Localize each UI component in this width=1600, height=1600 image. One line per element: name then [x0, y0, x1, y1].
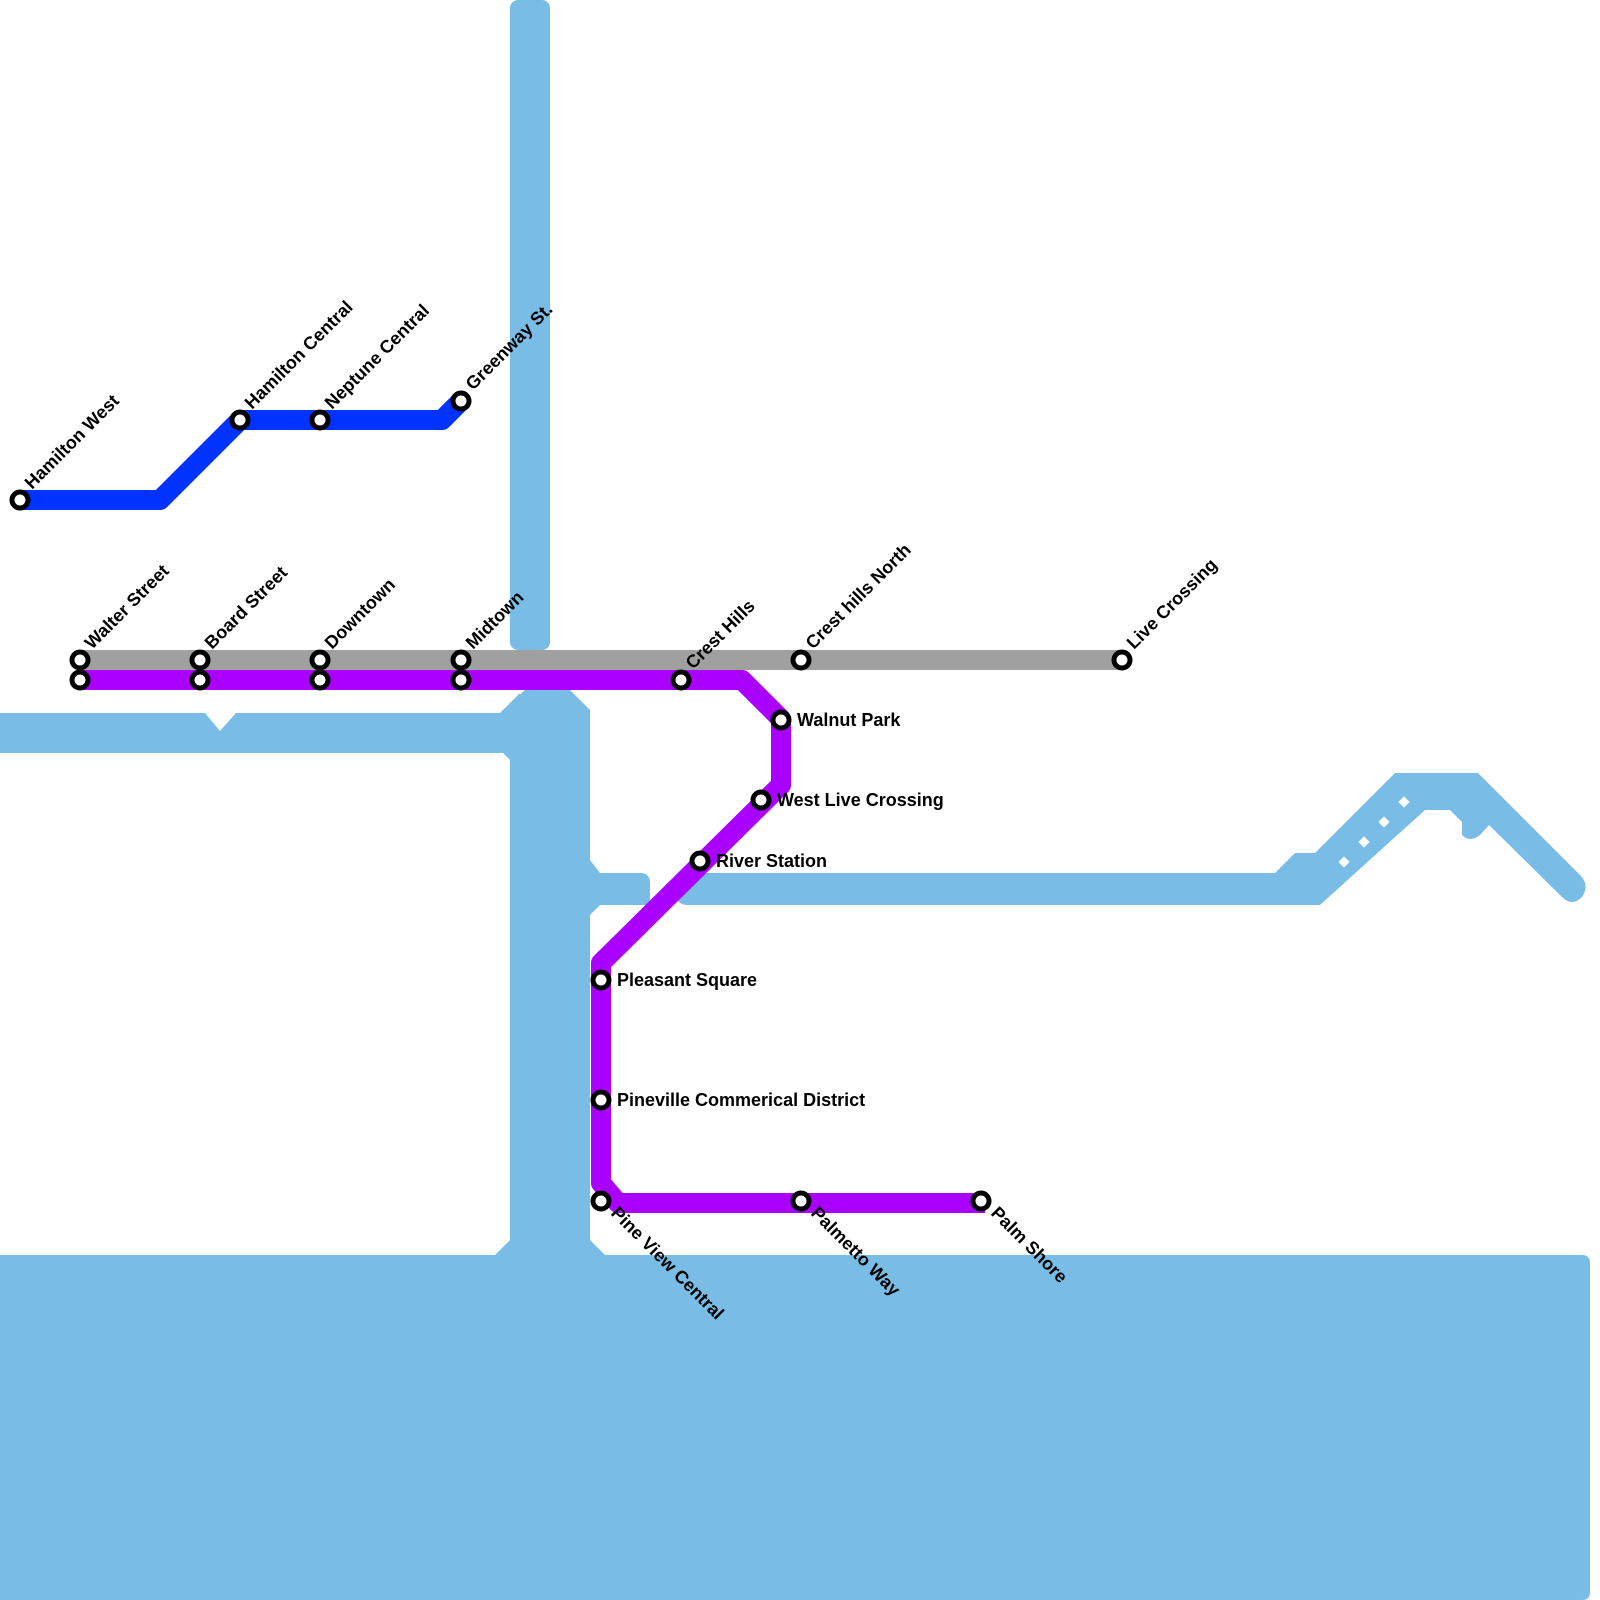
water-crossing-markers: [1338, 796, 1410, 868]
stop-downtown-gray[interactable]: [309, 649, 331, 671]
label-pleasant-square: Pleasant Square: [617, 970, 757, 990]
stop-walnut-park[interactable]: [770, 709, 792, 731]
water-west-channel: [0, 693, 520, 753]
stop-hamilton-west[interactable]: [9, 489, 31, 511]
label-west-live-crossing: West Live Crossing: [777, 790, 944, 810]
stop-pleasant-square[interactable]: [590, 969, 612, 991]
stop-palm-shore[interactable]: [970, 1190, 992, 1212]
stop-hamilton-central[interactable]: [229, 409, 251, 431]
stop-board-street-gray[interactable]: [189, 649, 211, 671]
water-north-river: [510, 0, 550, 650]
stop-crest-hills-north[interactable]: [790, 649, 812, 671]
label-walnut-park: Walnut Park: [797, 710, 901, 730]
stop-board-street-purple[interactable]: [189, 669, 211, 691]
crossing-marker: [1338, 856, 1350, 868]
label-board-street: Board Street: [201, 562, 292, 653]
crossing-marker: [1358, 836, 1370, 848]
label-walter-street: Walter Street: [81, 561, 173, 653]
water-central-column: [500, 690, 650, 1243]
stop-downtown-purple[interactable]: [309, 669, 331, 691]
label-live-crossing: Live Crossing: [1123, 555, 1221, 653]
stop-walter-street-purple[interactable]: [69, 669, 91, 691]
stop-river-station[interactable]: [689, 850, 711, 872]
stop-midtown-gray[interactable]: [450, 649, 472, 671]
stops-layer: [9, 390, 1133, 1212]
stop-pine-view-central[interactable]: [590, 1190, 612, 1212]
stop-walter-street-gray[interactable]: [69, 649, 91, 671]
water-south-sea: [0, 1240, 1590, 1600]
label-river-station: River Station: [716, 851, 827, 871]
label-crest-hills-north: Crest hills North: [802, 540, 915, 653]
crossing-marker: [1398, 796, 1410, 808]
stop-west-live-crossing[interactable]: [750, 789, 772, 811]
stop-pineville-commerical-district[interactable]: [590, 1089, 612, 1111]
water-east-channel: [676, 773, 1586, 905]
stop-palmetto-way[interactable]: [790, 1190, 812, 1212]
stop-midtown-purple[interactable]: [450, 669, 472, 691]
label-downtown: Downtown: [321, 574, 399, 652]
stop-live-crossing[interactable]: [1111, 649, 1133, 671]
crossing-marker: [1378, 816, 1390, 828]
route-purple-line: [80, 670, 985, 1213]
label-pineville-commerical-district: Pineville Commerical District: [617, 1090, 865, 1110]
label-hamilton-west: Hamilton West: [21, 391, 123, 493]
stop-neptune-central[interactable]: [309, 409, 331, 431]
stop-greenway-st[interactable]: [450, 390, 472, 412]
stop-crest-hills[interactable]: [670, 669, 692, 691]
